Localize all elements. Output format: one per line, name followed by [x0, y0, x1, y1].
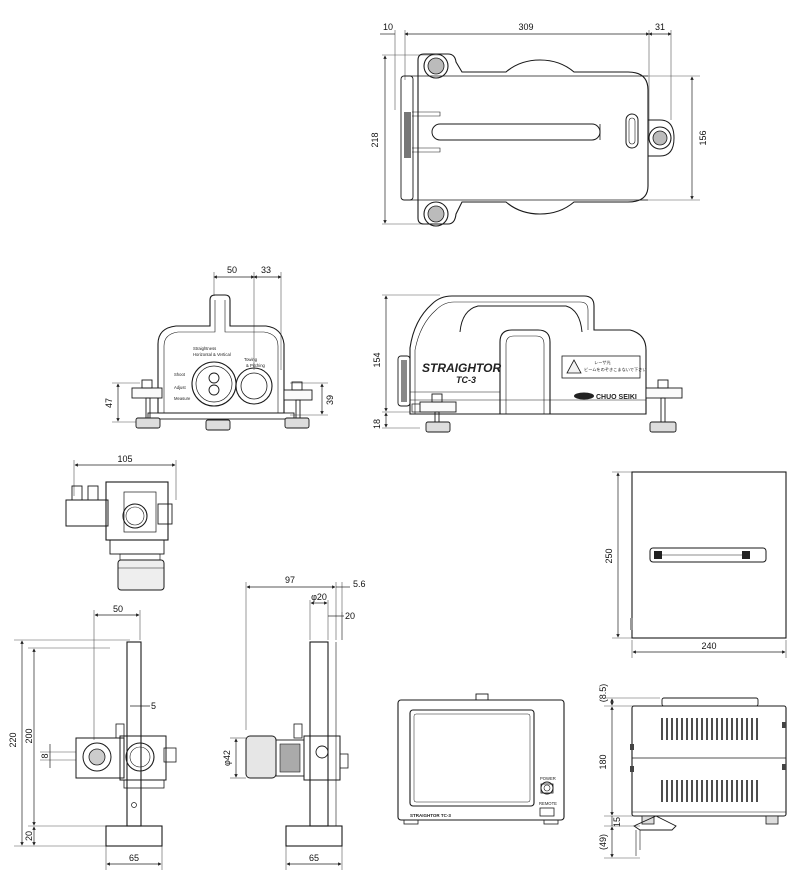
target-top-view	[65, 460, 177, 591]
ctop-dim-250: 250	[604, 548, 614, 563]
cside-dim-49: (49)	[598, 834, 608, 850]
controller-front-view	[397, 693, 565, 825]
tside-dim-20: 20	[345, 611, 355, 621]
controller-vents	[661, 718, 758, 802]
tside-dim-65: 65	[309, 853, 319, 863]
controller-power-label: POWER	[540, 776, 556, 781]
side-maker-text: CHUO SEIKI	[596, 394, 637, 401]
power-switch[interactable]	[540, 783, 554, 794]
front-dim-50: 50	[227, 265, 237, 275]
tfront-dim-220: 220	[8, 732, 18, 747]
label-measure: Measure	[174, 396, 191, 401]
target-top-dim-105: 105	[117, 454, 132, 464]
label-pitching: & Pitching	[246, 363, 266, 368]
controller-top-view	[612, 471, 787, 658]
top-dim-309: 309	[518, 22, 533, 32]
target-front-view	[14, 610, 177, 870]
top-dim-31: 31	[655, 22, 665, 32]
warning-title: レーザ光	[594, 359, 611, 366]
tside-dim-dia20: φ20	[311, 592, 327, 602]
cside-dim-15: 15	[612, 817, 622, 827]
side-dim-18: 18	[372, 419, 382, 429]
tfront-dim-20: 20	[24, 831, 34, 841]
top-dim-218: 218	[370, 132, 380, 147]
label-shoot: Shoot	[174, 372, 186, 377]
top-view	[380, 30, 700, 227]
top-dim-156: 156	[698, 130, 708, 145]
front-view	[112, 272, 328, 431]
cside-dim-8-5: (8.5)	[598, 684, 608, 703]
target-side-view	[230, 582, 350, 870]
label-straightness: Straightness	[193, 346, 216, 351]
label-adjust: Adjust	[174, 385, 186, 390]
side-dim-154: 154	[372, 352, 382, 367]
tside-dim-5-6: 5.6	[353, 579, 366, 589]
controller-side-view	[604, 697, 787, 859]
ctop-dim-240: 240	[701, 641, 716, 651]
label-horizontal-vertical: Horizontal & Vertical	[193, 352, 231, 357]
controller-brand-text: STRAIGHTOR TC-3	[410, 813, 451, 818]
side-view	[382, 294, 683, 433]
warning-text: ビームをのぞきこまないで下さい	[584, 366, 647, 373]
tside-dim-97: 97	[285, 575, 295, 585]
front-dim-39: 39	[325, 395, 335, 405]
tfront-dim-5: 5	[151, 701, 156, 711]
top-dim-10: 10	[383, 22, 393, 32]
tfront-dim-200: 200	[24, 728, 34, 743]
side-model-text: TC-3	[456, 375, 476, 385]
tfront-dim-8: 8	[40, 753, 50, 758]
front-dim-47: 47	[104, 398, 114, 408]
tside-dim-dia42: φ42	[222, 750, 232, 766]
front-dim-33: 33	[261, 265, 271, 275]
controller-remote-label: REMOTE	[539, 801, 557, 806]
tfront-dim-65: 65	[129, 853, 139, 863]
cside-dim-180: 180	[598, 754, 608, 769]
side-brand-text: STRAIGHTOR	[422, 361, 501, 375]
tfront-dim-50: 50	[113, 604, 123, 614]
label-towing: Towing	[244, 357, 258, 362]
